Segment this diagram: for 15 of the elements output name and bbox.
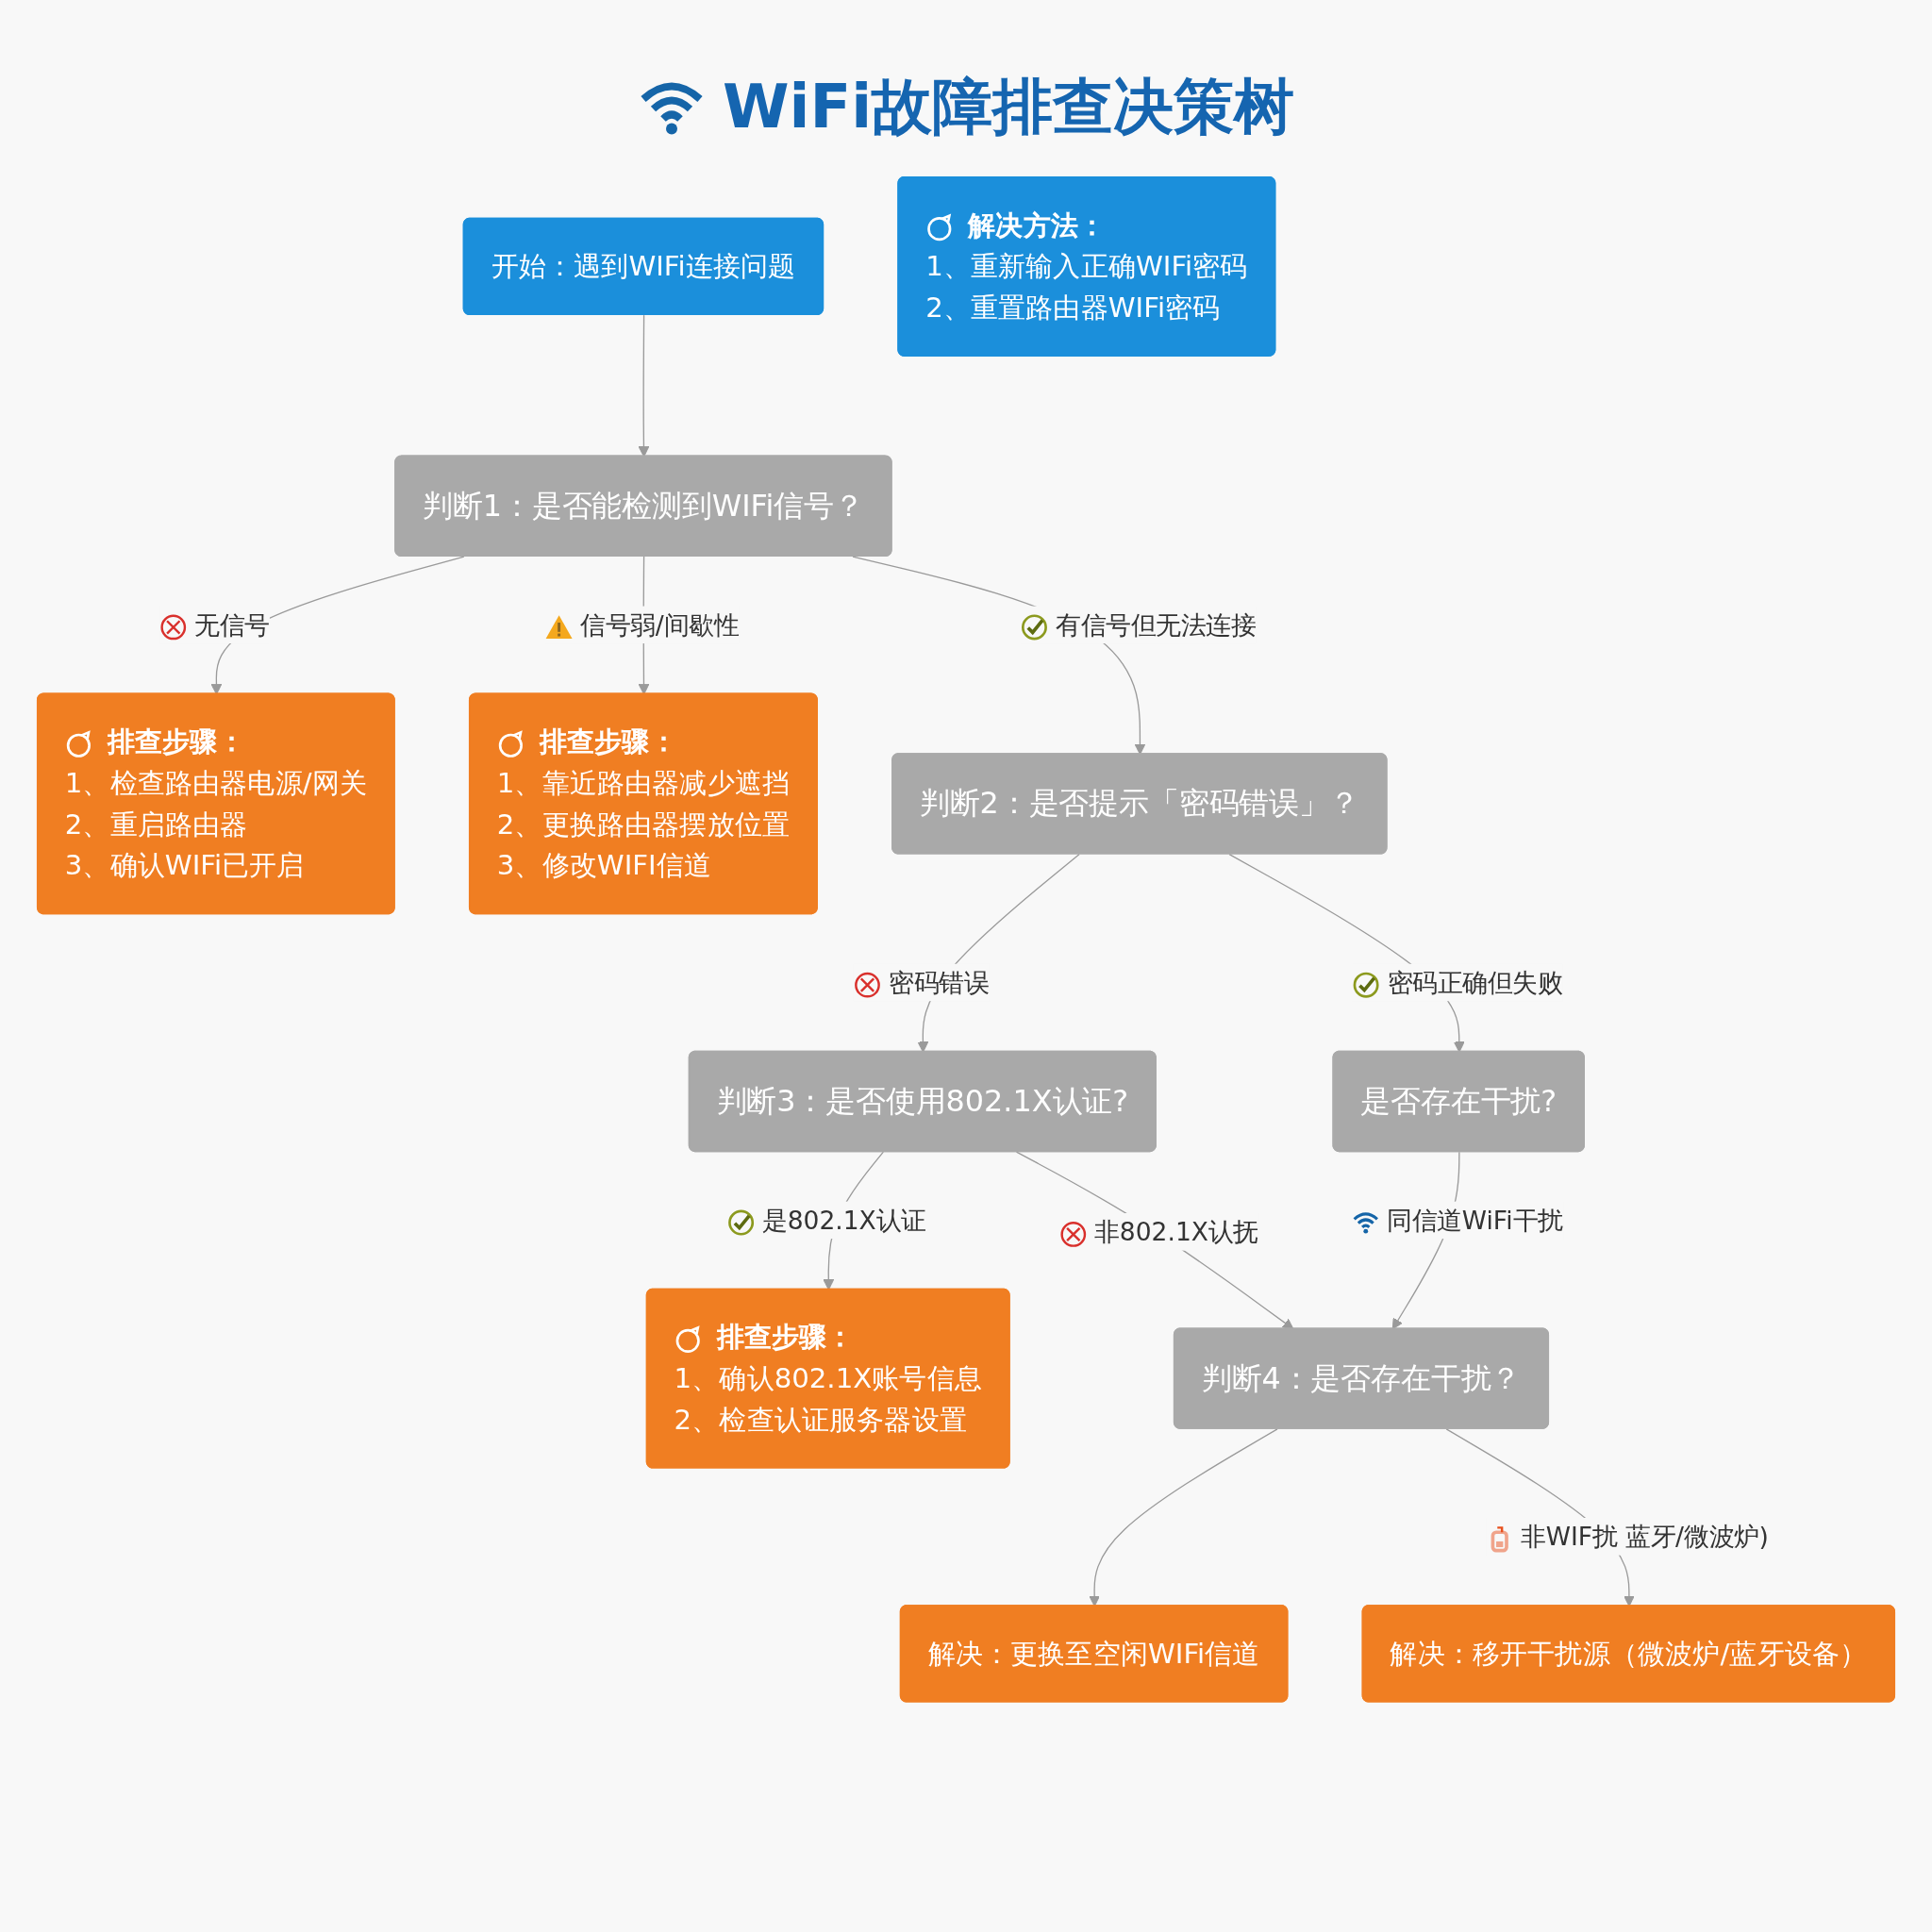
arrow (1015, 1151, 1294, 1330)
arrow (1089, 1428, 1278, 1607)
edge-label: 信号弱/间歇性 (580, 609, 740, 641)
arrow (638, 314, 650, 458)
arrow (1445, 1428, 1635, 1607)
edge-label: 同信道WiFi干扰 (1387, 1205, 1563, 1236)
edge-label: 密码正确但失败 (1387, 967, 1563, 998)
edge-label: 是802.1X认证 (762, 1205, 926, 1236)
edge-label: 密码错误 (889, 967, 990, 998)
edge-label: 非802.1X认抚 (1094, 1216, 1258, 1247)
edge-label: 无信号 (194, 609, 270, 641)
edge-label: 非WIF扰 蓝牙/微波炉) (1521, 1521, 1769, 1552)
title: WiFi故障排查决策树 (722, 71, 1295, 143)
edge-label: 有信号但无法连接 (1056, 609, 1257, 641)
arrow (1228, 853, 1465, 1053)
